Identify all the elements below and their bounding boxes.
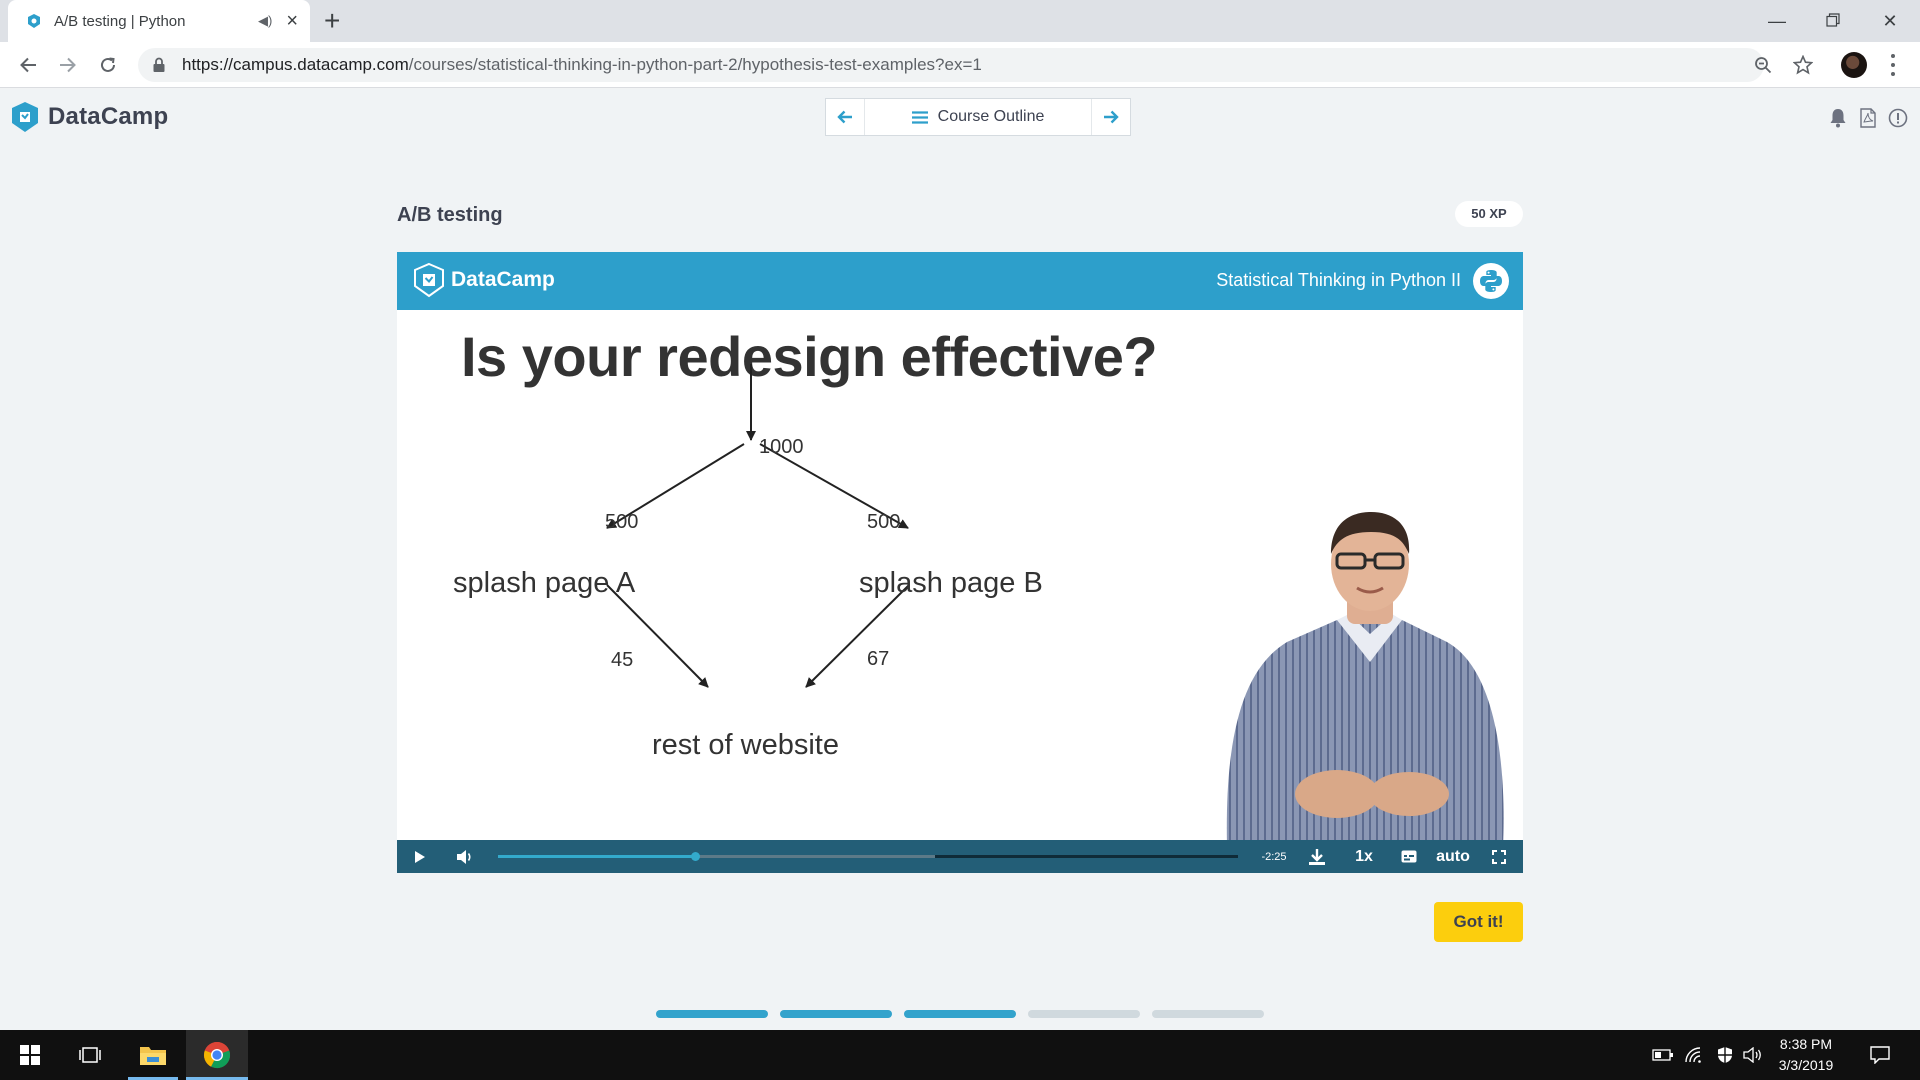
volume-icon[interactable] <box>451 840 479 873</box>
datacamp-shield-outline-icon <box>414 262 444 298</box>
notifications-bell-icon[interactable] <box>1827 107 1849 129</box>
previous-exercise-button[interactable] <box>826 99 864 135</box>
bookmark-star-icon[interactable] <box>1788 50 1818 80</box>
pdf-slides-icon[interactable] <box>1857 107 1879 129</box>
playback-speed-button[interactable]: 1x <box>1355 847 1373 865</box>
task-view-icon[interactable] <box>66 1030 114 1080</box>
ab-test-flow-diagram <box>606 364 910 688</box>
zoom-icon[interactable] <box>1748 50 1778 80</box>
tab-title: A/B testing | Python <box>54 12 186 30</box>
video-control-bar: -2:25 1x auto <box>397 840 1523 873</box>
slide-title: Is your redesign effective? <box>461 325 1158 388</box>
course-outline-label: Course Outline <box>937 108 1045 125</box>
fullscreen-icon[interactable] <box>1486 840 1512 873</box>
datacamp-page: DataCamp Course Outline A/B testing 50 X… <box>0 89 1920 1030</box>
exercise-progress-steps <box>656 1010 1264 1018</box>
play-icon[interactable] <box>407 840 433 873</box>
xp-badge: 50 XP <box>1455 201 1523 227</box>
total-visitors-label: 1000 <box>759 436 804 458</box>
python-logo-icon <box>1473 263 1509 299</box>
next-exercise-button[interactable] <box>1092 99 1130 135</box>
video-logo-text: DataCamp <box>451 268 555 291</box>
presenter-video-image <box>1226 512 1504 847</box>
chrome-running-indicator <box>186 1077 248 1080</box>
progress-step[interactable] <box>780 1010 892 1018</box>
progress-step[interactable] <box>656 1010 768 1018</box>
battery-icon[interactable] <box>1652 1045 1674 1065</box>
action-center-icon[interactable] <box>1868 1045 1892 1065</box>
video-buffered-bar <box>498 855 935 858</box>
browser-tab-bar: A/B testing | Python ◀) × + — ✕ <box>0 0 1920 42</box>
right-split-label: 500 <box>867 511 901 533</box>
windows-taskbar: 8:38 PM 3/3/2019 <box>0 1030 1920 1080</box>
datacamp-shield-icon <box>12 102 38 132</box>
tab-close-icon[interactable]: × <box>286 10 298 32</box>
video-scrub-handle[interactable] <box>691 852 701 861</box>
new-tab-button[interactable]: + <box>324 5 341 36</box>
video-played-bar <box>498 855 696 858</box>
datacamp-logo-text: DataCamp <box>48 103 169 130</box>
video-datacamp-logo: DataCamp <box>413 262 555 298</box>
clock-time: 8:38 PM <box>1779 1036 1833 1052</box>
browser-menu-icon[interactable] <box>1886 52 1900 78</box>
file-explorer-running-indicator <box>128 1077 178 1080</box>
reload-icon[interactable] <box>92 50 124 80</box>
video-slide-header: DataCamp Statistical Thinking in Python … <box>397 252 1523 310</box>
browser-toolbar: https://campus.datacamp.com/courses/stat… <box>0 42 1920 88</box>
clock-date: 3/3/2019 <box>1778 1057 1834 1073</box>
profile-avatar[interactable] <box>1841 52 1867 78</box>
security-shield-icon[interactable] <box>1714 1045 1736 1065</box>
datacamp-logo[interactable]: DataCamp <box>10 101 168 133</box>
splash-page-a-label: splash page A <box>453 567 636 599</box>
course-outline-button[interactable]: Course Outline <box>864 99 1092 135</box>
tab-audio-icon[interactable]: ◀) <box>257 13 273 28</box>
exercise-title: A/B testing <box>397 204 503 226</box>
lock-icon <box>153 57 165 72</box>
time-remaining: -2:25 <box>1261 850 1287 863</box>
chrome-taskbar-icon[interactable] <box>186 1030 248 1080</box>
download-icon[interactable] <box>1302 840 1332 873</box>
video-course-title: Statistical Thinking in Python II <box>1216 270 1461 290</box>
arrow-right-icon <box>1104 110 1119 124</box>
splash-page-b-label: splash page B <box>859 567 1043 599</box>
b-to-website-arrow <box>805 584 910 688</box>
system-clock[interactable]: 8:38 PM 3/3/2019 <box>1768 1034 1844 1076</box>
address-bar[interactable]: https://campus.datacamp.com/courses/stat… <box>138 48 1764 82</box>
report-issue-icon[interactable] <box>1887 107 1909 129</box>
subtitles-icon[interactable] <box>1396 840 1422 873</box>
progress-step[interactable] <box>904 1010 1016 1018</box>
restore-window-icon[interactable] <box>1813 6 1853 36</box>
video-progress-bar[interactable] <box>498 852 1238 861</box>
forward-icon[interactable] <box>52 50 84 80</box>
hamburger-menu-icon <box>911 110 928 124</box>
minimize-icon[interactable]: — <box>1768 11 1786 31</box>
progress-step[interactable] <box>1028 1010 1140 1018</box>
url-path: /courses/statistical-thinking-in-python-… <box>408 55 982 74</box>
wifi-icon[interactable] <box>1684 1045 1706 1065</box>
got-it-button[interactable]: Got it! <box>1434 902 1523 942</box>
left-split-label: 500 <box>605 511 639 533</box>
b-conversions-label: 67 <box>867 648 890 670</box>
a-conversions-label: 45 <box>611 649 634 671</box>
windows-start-icon[interactable] <box>0 1030 60 1080</box>
close-window-icon[interactable]: ✕ <box>1882 11 1898 31</box>
split-to-a-arrow <box>606 443 745 529</box>
file-explorer-icon[interactable] <box>128 1030 178 1080</box>
speaker-icon[interactable] <box>1742 1045 1764 1065</box>
progress-step[interactable] <box>1152 1010 1264 1018</box>
a-to-website-arrow <box>606 584 709 688</box>
split-to-b-arrow <box>759 443 909 529</box>
arrow-left-icon <box>837 110 852 124</box>
datacamp-favicon-icon <box>28 14 40 28</box>
browser-tab-active[interactable]: A/B testing | Python ◀) × <box>8 0 310 42</box>
video-quality-button[interactable]: auto <box>1436 847 1470 865</box>
back-icon[interactable] <box>12 50 44 80</box>
course-navigation: Course Outline <box>825 98 1131 136</box>
url-host: https://campus.datacamp.com <box>182 55 409 74</box>
rest-of-website-label: rest of website <box>652 729 839 761</box>
video-player[interactable]: DataCamp Statistical Thinking in Python … <box>397 252 1523 873</box>
